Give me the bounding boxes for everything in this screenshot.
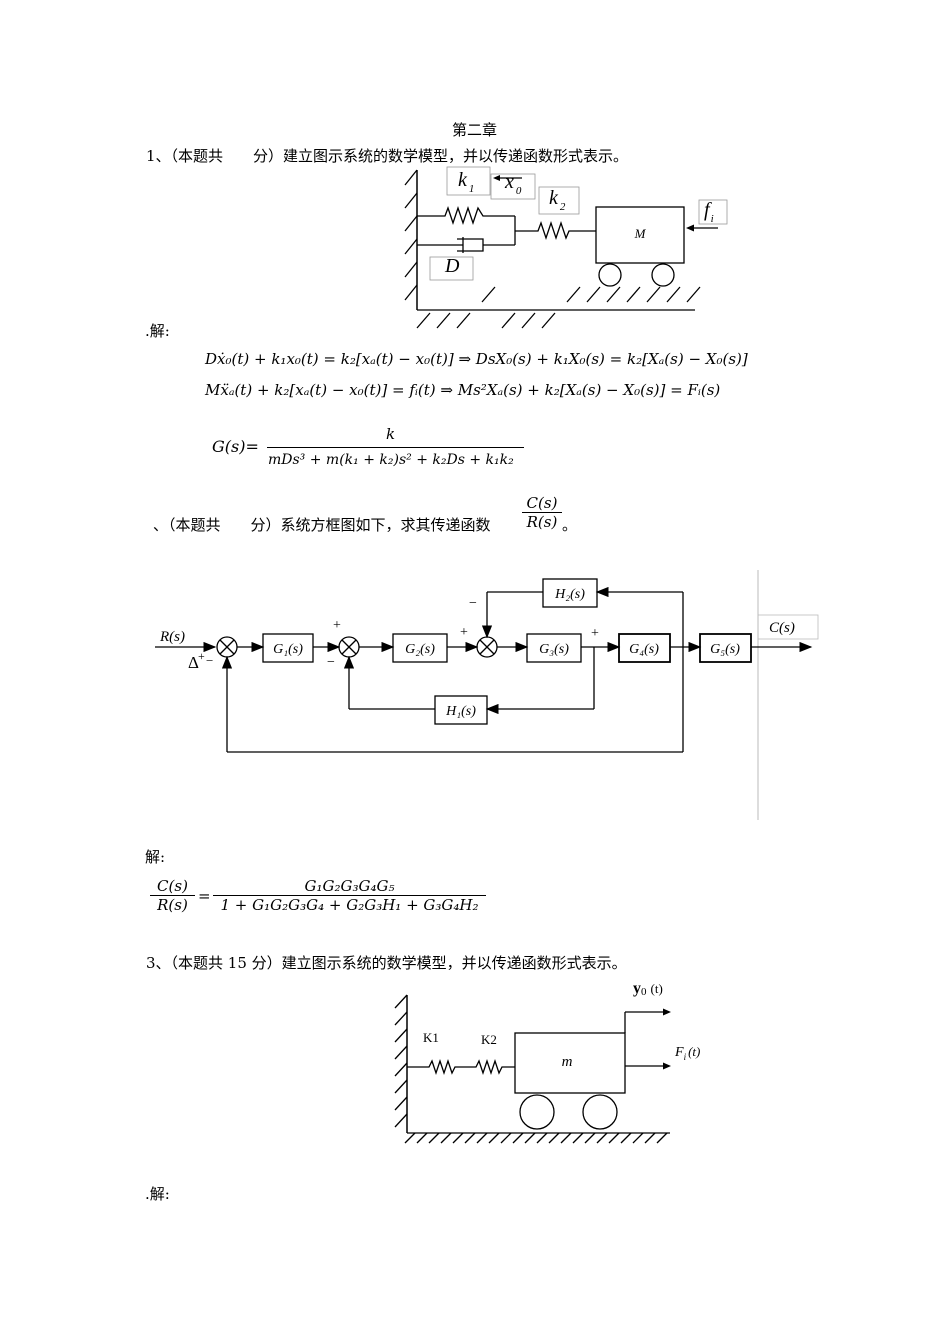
q2-answer-denominator: 1 + G₁G₂G₃G₄ + G₂G₃H₁ + G₃G₄H₂	[220, 896, 479, 914]
q2-prompt-fraction: C(s) R(s)	[522, 494, 562, 531]
q2-answer-lhs: C(s) R(s)	[150, 877, 195, 914]
q3-wheel-right	[582, 1094, 618, 1130]
q1-prompt-text: （本题共 分）建立图示系统的数学模型，并以传递函数形式表示。	[170, 147, 629, 165]
q1-equation-2: Mẍₐ(t) + k₂[xₐ(t) − x₀(t)] = fᵢ(t) ⇒ Ms²…	[205, 381, 721, 399]
q2-solution-label: 解:	[145, 848, 166, 866]
q2-answer-lhs-num: C(s)	[157, 877, 188, 895]
q3-springs	[407, 1058, 515, 1076]
q2-prompt-suffix: 。	[562, 516, 578, 534]
q1-number: 1、	[146, 147, 171, 165]
q1-floor-hatch	[416, 286, 701, 329]
q3-solution-label: .解:	[145, 1185, 170, 1203]
q1-damper-label: D	[444, 255, 460, 277]
q2-prompt-frac-den: R(s)	[526, 513, 558, 531]
q1-mass-label: M	[634, 226, 647, 241]
q2-answer-rhs: G₁G₂G₃G₄G₅ 1 + G₁G₂G₃G₄ + G₂G₃H₁ + G₃G₄H…	[213, 877, 486, 914]
q2-summing-junction-1	[216, 636, 238, 658]
q1-tf-lhs: G(s)=	[212, 437, 259, 456]
q2-summing-junction-2	[338, 636, 360, 658]
q2-block-h2	[542, 578, 598, 608]
q1-wall-hatch	[404, 169, 418, 301]
q1-mass-block	[595, 206, 685, 264]
q2-block-g3-label: G₃(s)	[539, 642, 569, 657]
q1-tf-denominator: mDs³ + m(k₁ + k₂)s² + k₂Ds + k₁k₂	[268, 452, 514, 468]
q3-mechanical-figure: K1 K2 m y0(t) Fi(t)	[394, 980, 700, 1144]
q2-summing-junction-3	[476, 636, 498, 658]
chapter-title: 第二章	[452, 121, 498, 139]
q2-sign-g4-plus: +	[591, 626, 599, 641]
q2-block-g2-label: G₂(s)	[405, 642, 435, 657]
q1-prompt: 1、（本题共 分）建立图示系统的数学模型，并以传递函数形式表示。	[146, 145, 628, 166]
q2-block-h1	[434, 695, 488, 725]
q2-input-label: R(s)	[159, 629, 185, 645]
q2-block-g3	[526, 633, 582, 663]
q1-equation-1: Dẋ₀(t) + k₁x₀(t) = k₂[xₐ(t) − x₀(t)] ⇒ D…	[205, 350, 748, 368]
q2-sign-sum3-plus: +	[460, 625, 468, 640]
q2-block-g1	[262, 633, 314, 663]
q3-floor-hatch	[404, 1132, 668, 1144]
q2-sign-sum2-minus: −	[327, 655, 335, 670]
q2-block-diagram: R(s) Δ + − G₁(s) + − G₂(s) + − G₃(s) + G…	[155, 570, 819, 820]
q1-wheel-left	[598, 263, 622, 287]
q2-prompt-frac-num: C(s)	[526, 494, 558, 512]
q2-sign-sum1-minus: −	[206, 653, 213, 668]
q2-block-g4	[618, 633, 671, 663]
q2-answer-numerator: G₁G₂G₃G₄G₅	[304, 877, 395, 895]
q1-spring-k1	[417, 205, 515, 226]
q1-spring-k2	[515, 220, 596, 241]
q2-block-g5	[699, 633, 752, 663]
q1-tf-numerator: k	[386, 425, 396, 443]
q2-delta: Δ	[188, 653, 199, 672]
q2-sign-sum1-plus: +	[198, 649, 205, 663]
q1-tf-fraction-bar	[267, 447, 524, 448]
q3-mass-label: m	[562, 1054, 573, 1070]
q3-fi-label: Fi(t)	[674, 1044, 700, 1062]
q2-sign-sum3-minus: −	[469, 596, 477, 611]
q2-block-h1-label: H₁(s)	[445, 704, 476, 719]
q1-fi-label: fi	[704, 199, 714, 225]
q2-block-g4-label: G₄(s)	[629, 642, 659, 657]
q2-block-g5-label: G₅(s)	[710, 642, 740, 657]
q3-k2-label: K2	[481, 1032, 497, 1047]
q3-mass-block	[514, 1032, 626, 1094]
q3-k1-label: K1	[423, 1030, 439, 1045]
q2-block-h2-label: H₂(s)	[554, 587, 585, 602]
q2-block-g2	[392, 633, 448, 663]
q1-solution-label: .解:	[145, 322, 170, 340]
q2-block-g1-label: G₁(s)	[273, 642, 303, 657]
q2-output-label: C(s)	[769, 620, 795, 636]
q2-answer-lhs-den: R(s)	[157, 896, 188, 914]
q1-wheel-right	[651, 263, 675, 287]
q3-prompt: 3、（本题共 15 分）建立图示系统的数学模型，并以传递函数形式表示。	[146, 954, 627, 972]
q2-prompt-frac-bar	[522, 512, 562, 513]
q3-wheel-left	[519, 1094, 555, 1130]
q2-answer-bar	[213, 895, 486, 896]
q2-answer-lhs-bar	[150, 895, 195, 896]
q3-wall-hatch	[394, 994, 408, 1128]
q2-prompt: 、（本题共 分）系统方框图如下，求其传递函数	[153, 516, 491, 534]
q3-y0-label: y0(t)	[633, 980, 663, 998]
q2-sign-sum2-plus: +	[333, 618, 341, 633]
